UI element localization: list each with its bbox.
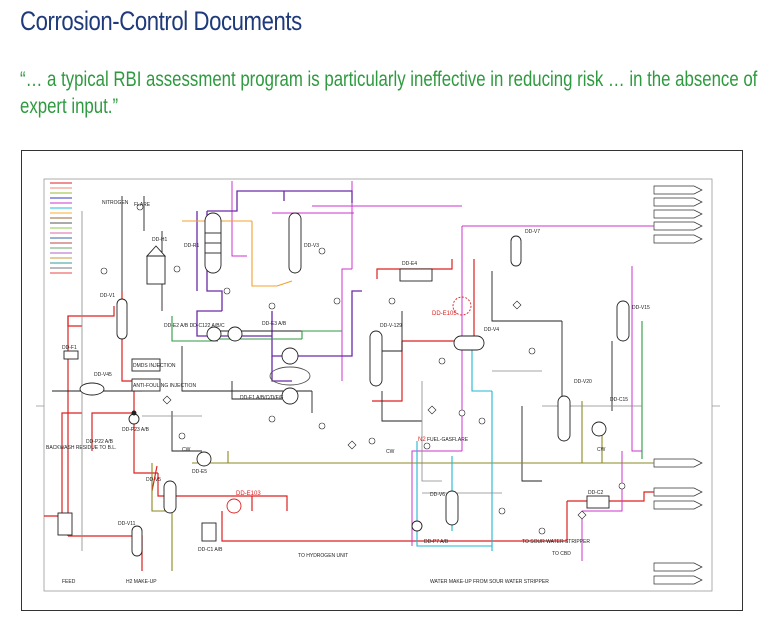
- exchanger-e3: [281, 347, 299, 365]
- quote-text: “… a typical RBI assessment program is p…: [20, 68, 758, 118]
- v7-label: DD-V7: [525, 229, 540, 235]
- r1-label: DD-R1: [184, 243, 199, 249]
- h2-makeup-label: H2 MAKE-UP: [126, 579, 157, 585]
- e4-label: DD-E4: [402, 261, 417, 267]
- exchanger-e2a: [206, 326, 222, 342]
- orange-lines: [182, 220, 293, 287]
- instrument-bubbles: [100, 203, 626, 535]
- nitrogen-label: NITROGEN: [102, 200, 129, 206]
- f1-label: DD-F1: [62, 345, 77, 351]
- compressor-c1: [201, 522, 217, 542]
- recycle-drum-v15: [616, 300, 630, 342]
- pid-drawing: NITROGEN FLARE DD-V1 DD-F1 DD-V45 DD-P23…: [36, 178, 720, 592]
- v45-label: DD-V45: [94, 372, 112, 378]
- cw-label-3: CW: [597, 447, 606, 453]
- exchanger-e103: [226, 498, 242, 514]
- cw-label: CW: [182, 447, 191, 453]
- v6-label: DD-V6: [430, 492, 445, 498]
- cooler-e5: [196, 451, 212, 467]
- separator-v129: [369, 330, 383, 387]
- drawing-frame: [43, 178, 713, 592]
- e1-label: DD-E1 A/B/C/D/E/F: [240, 395, 283, 401]
- v5-label: DD-V5: [146, 477, 161, 483]
- v3-label: DD-V3: [304, 243, 319, 249]
- cw-label-2: CW: [386, 449, 395, 455]
- flare-label: FLARE: [134, 202, 151, 208]
- to-sour-label: TO SOUR WATER STRIPPER: [522, 539, 590, 545]
- dmds-label: DMDS INJECTION: [133, 363, 176, 369]
- surge-drum-v1: [116, 298, 128, 340]
- cyan-lines: [416, 336, 493, 551]
- olive-lines: [151, 401, 654, 571]
- air-condenser-e4: [399, 268, 433, 282]
- reactor-v3: [288, 212, 302, 274]
- antifouling-box: [131, 378, 161, 392]
- v4-label: DD-V4: [484, 327, 499, 333]
- exchanger-e2b: [227, 326, 243, 342]
- page-title: Corrosion-Control Documents: [20, 6, 302, 36]
- p22-label: DD-P22 A/B: [86, 439, 114, 445]
- n2-label: N2: [418, 437, 426, 443]
- drum-v11: [131, 525, 143, 557]
- flare-label-2: FLARE: [452, 437, 469, 443]
- cold-separator-v4: [453, 335, 485, 351]
- equipment: [57, 212, 630, 557]
- compressor-c15: [591, 421, 607, 437]
- c1-label: DD-C1 A/B: [198, 547, 223, 553]
- v1-label: DD-V1: [100, 293, 115, 299]
- v20-label: DD-V20: [574, 379, 592, 385]
- to-cbd-label: TO CBD: [552, 551, 571, 557]
- magenta-lines: [231, 181, 654, 561]
- fuel-gas-label: FUEL-GAS: [427, 437, 453, 443]
- line-legend: [50, 182, 72, 274]
- e103-label: DD-E103: [236, 491, 261, 497]
- feed-tank: [57, 512, 73, 536]
- p7-label: DD-P7 A/B: [424, 539, 449, 545]
- e105-label: DD-E105: [432, 311, 457, 317]
- exchanger-e105: [452, 296, 472, 316]
- knock-out-drum-v7: [510, 235, 522, 267]
- washing-water-drum-v6: [445, 490, 459, 526]
- v129-label: DD-V-129: [380, 323, 402, 329]
- c2-label: DD-C2: [588, 490, 603, 496]
- filter-f1: [63, 350, 79, 360]
- purple-lines: [196, 190, 362, 382]
- feed-label: FEED: [62, 579, 76, 585]
- pump-p7: [411, 520, 423, 532]
- to-hydrogen-label: TO HYDROGEN UNIT: [298, 553, 348, 559]
- pid-diagram: NITROGEN FLARE DD-V1 DD-F1 DD-V45 DD-P23…: [21, 150, 743, 611]
- e3-label: DD-E3 A/B: [262, 321, 287, 327]
- h1-label: DD-H1: [152, 237, 167, 243]
- compressor-c2: [586, 495, 610, 509]
- backwash-drum-v45: [79, 382, 105, 396]
- dark-lines: [52, 196, 613, 482]
- ko-drum-v20: [557, 395, 571, 442]
- e5-label: DD-E5: [192, 469, 207, 475]
- c15-label: DD-C15: [610, 397, 628, 403]
- backwash-label: BACKWASH RESIDUE TO B.L.: [46, 445, 116, 451]
- v15-label: DD-V15: [632, 305, 650, 311]
- green-lines: [171, 316, 643, 459]
- cloud-annotation: [269, 366, 311, 386]
- dmds-box: [131, 358, 161, 372]
- exchanger-e1: [281, 387, 299, 405]
- heater-h1: [146, 255, 166, 285]
- pump-p23: [128, 413, 140, 425]
- p23-label: DD-P23 A/B: [122, 427, 150, 433]
- e2-label: DD-E2 A/B DD-C122 A/B/C: [164, 323, 225, 329]
- v11-label: DD-V11: [118, 521, 136, 527]
- drum-v5: [163, 480, 177, 514]
- antifouling-label: ANTI-FOULING INJECTION: [133, 383, 196, 389]
- water-makeup-label: WATER MAKE-UP FROM SOUR WATER STRIPPER: [430, 579, 549, 585]
- outgoing-flags: [653, 185, 703, 585]
